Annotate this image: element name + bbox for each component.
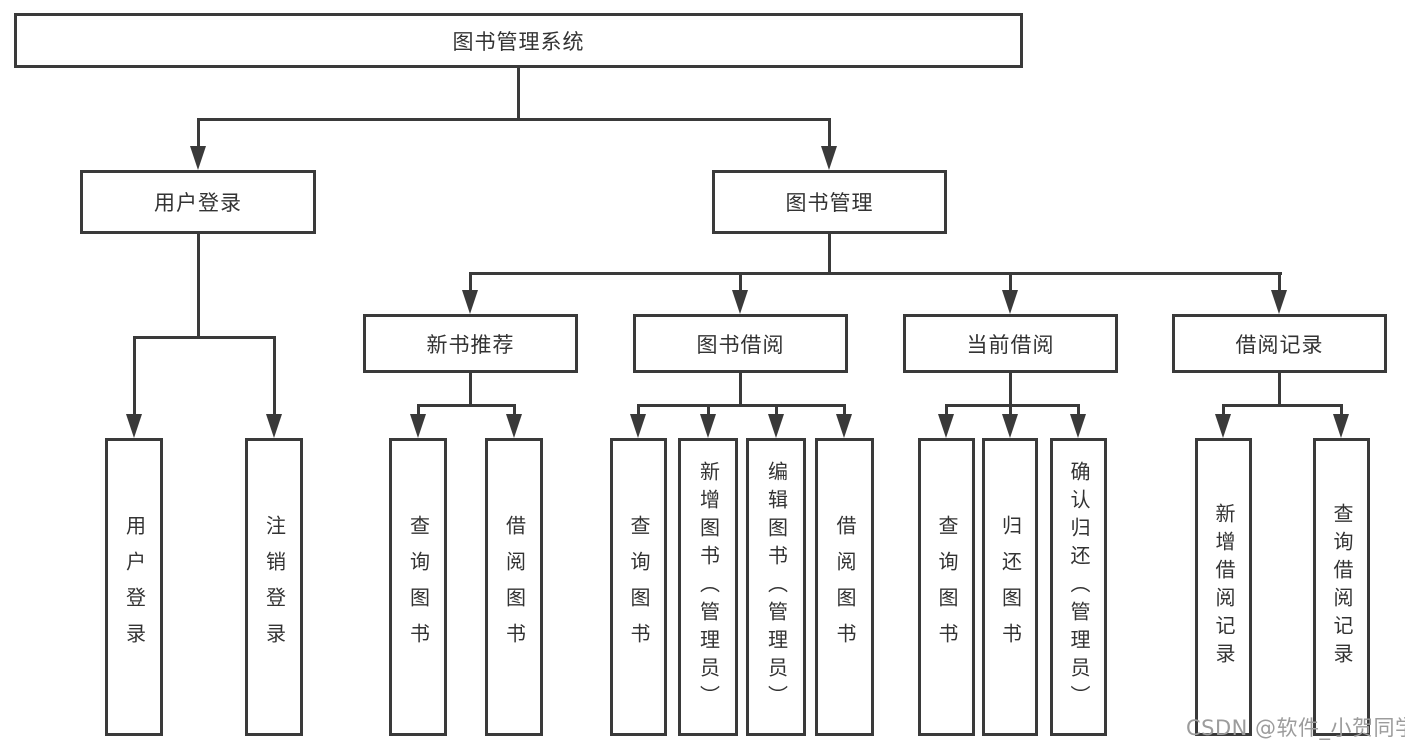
arrow-down-icon [266, 414, 282, 438]
connector-to-leaf [1340, 404, 1343, 418]
group-node-borrow-records: 借阅记录 [1172, 314, 1387, 373]
leaf-node-edit-books-admin: 编辑图书（管理员） [746, 438, 806, 736]
leaf-node-label: 查询图书 [935, 515, 959, 659]
leaf-node-label: 用户登录 [122, 515, 147, 659]
connector-to-current-borrowing [1009, 272, 1012, 294]
leaf-node-label: 确认归还（管理员） [1067, 461, 1091, 713]
connector-to-book-borrowing [739, 272, 742, 294]
leaf-node-search-books-current: 查询图书 [918, 438, 975, 736]
leaf-node-return-books: 归还图书 [982, 438, 1038, 736]
connector-to-leaf [843, 404, 846, 418]
arrow-down-icon [836, 414, 852, 438]
leaf-node-label: 查询图书 [627, 515, 651, 659]
arrow-down-icon [732, 290, 748, 314]
arrow-down-icon [1002, 290, 1018, 314]
connector-to-leaf [513, 404, 516, 418]
branch-node-label: 图书管理 [785, 191, 874, 215]
connector-to-leaf [1077, 404, 1080, 418]
connector-to-leaf [945, 404, 948, 418]
leaf-node-label: 新增图书（管理员） [696, 461, 721, 713]
leaf-node-label: 归还图书 [998, 515, 1023, 659]
connector-to-leaf [1222, 404, 1225, 418]
group-node-label: 图书借阅 [696, 332, 785, 357]
group-node-label: 借阅记录 [1235, 332, 1324, 357]
connector-book-management-stem [828, 233, 831, 275]
connector-records-stem [1278, 373, 1281, 407]
leaf-node-label: 查询图书 [406, 515, 431, 659]
leaf-node-label: 借阅图书 [502, 515, 527, 659]
connector-borrowing-bar [637, 404, 846, 407]
leaf-node-add-books-admin: 新增图书（管理员） [678, 438, 738, 736]
connector-recommend-bar [417, 404, 516, 407]
connector-to-leaf [707, 404, 710, 418]
leaf-node-confirm-return-admin: 确认归还（管理员） [1050, 438, 1107, 736]
arrow-down-icon [190, 146, 206, 170]
arrow-down-icon [1070, 414, 1086, 438]
arrow-down-icon [1215, 414, 1231, 438]
connector-to-leaf-logout [273, 336, 276, 416]
connector-root-bar [197, 118, 831, 121]
connector-to-borrow-records [1278, 272, 1281, 294]
leaf-node-logout: 注销登录 [245, 438, 303, 736]
branch-node-user-login: 用户登录 [80, 170, 316, 234]
connector-current-stem [1009, 373, 1012, 407]
connector-branch-book-management [828, 118, 831, 149]
connector-to-leaf [417, 404, 420, 418]
arrow-down-icon [1002, 414, 1018, 438]
leaf-node-search-borrow-record: 查询借阅记录 [1313, 438, 1370, 736]
leaf-node-search-books-recommend: 查询图书 [389, 438, 447, 736]
leaf-node-borrow-books-borrowing: 借阅图书 [815, 438, 874, 736]
leaf-node-label: 借阅图书 [833, 515, 857, 659]
connector-records-bar [1222, 404, 1343, 407]
group-node-book-borrowing: 图书借阅 [633, 314, 848, 373]
connector-branch-user-login [197, 118, 200, 149]
arrow-down-icon [506, 414, 522, 438]
connector-to-leaf [1009, 404, 1012, 418]
connector-to-leaf [775, 404, 778, 418]
arrow-down-icon [126, 414, 142, 438]
arrow-down-icon [821, 146, 837, 170]
connector-current-bar [945, 404, 1080, 407]
leaf-node-borrow-books-recommend: 借阅图书 [485, 438, 543, 736]
connector-book-management-bar [469, 272, 1282, 275]
leaf-node-label: 新增借阅记录 [1212, 503, 1236, 671]
leaf-node-user-login: 用户登录 [105, 438, 163, 736]
connector-recommend-stem [469, 373, 472, 407]
arrow-down-icon [1271, 290, 1287, 314]
connector-user-login-stem [197, 233, 200, 338]
connector-to-leaf [637, 404, 640, 418]
branch-node-label: 用户登录 [154, 191, 242, 215]
root-node-library-system: 图书管理系统 [14, 13, 1023, 68]
arrow-down-icon [630, 414, 646, 438]
connector-to-leaf-user-login [133, 336, 136, 416]
arrow-down-icon [1333, 414, 1349, 438]
connector-borrowing-stem [739, 373, 742, 407]
arrow-down-icon [938, 414, 954, 438]
group-node-label: 新书推荐 [426, 332, 515, 357]
arrow-down-icon [410, 414, 426, 438]
arrow-down-icon [768, 414, 784, 438]
connector-root-stem [517, 68, 520, 120]
arrow-down-icon [462, 290, 478, 314]
connector-user-login-bar [133, 336, 276, 339]
root-node-label: 图书管理系统 [452, 29, 585, 54]
leaf-node-add-borrow-record: 新增借阅记录 [1195, 438, 1252, 736]
branch-node-book-management: 图书管理 [712, 170, 947, 234]
group-node-current-borrowing: 当前借阅 [903, 314, 1118, 373]
leaf-node-label: 注销登录 [262, 515, 287, 659]
leaf-node-label: 编辑图书（管理员） [764, 461, 789, 713]
connector-to-new-book-recommend [469, 272, 472, 294]
group-node-label: 当前借阅 [966, 332, 1055, 357]
leaf-node-label: 查询借阅记录 [1330, 503, 1354, 671]
arrow-down-icon [700, 414, 716, 438]
leaf-node-search-books-borrowing: 查询图书 [610, 438, 667, 736]
group-node-new-book-recommend: 新书推荐 [363, 314, 578, 373]
csdn-watermark: CSDN @软件_小贺同学 [1186, 716, 1405, 740]
